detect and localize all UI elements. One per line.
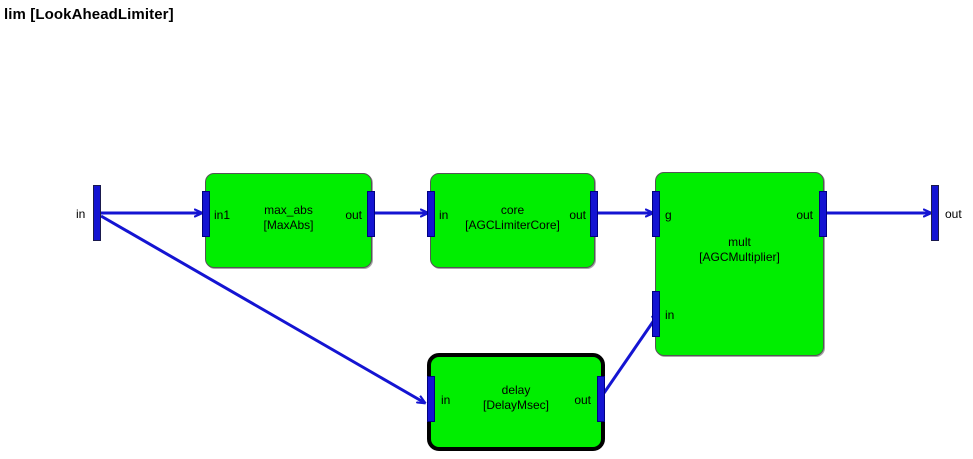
port-core-out-label: out	[569, 208, 586, 222]
port-delay-in-label: in	[441, 393, 451, 407]
port-max_abs-in1-label: in1	[214, 208, 231, 222]
port-mult-out-label: out	[796, 208, 813, 222]
port-mult-out[interactable]	[819, 191, 827, 237]
block-mult-name: mult	[728, 235, 751, 249]
terminal-out[interactable]	[931, 185, 939, 241]
block-delay[interactable]: delay [DelayMsec] in out	[427, 353, 605, 451]
block-max_abs[interactable]: max_abs [MaxAbs] in1 out	[202, 173, 375, 268]
block-mult-type: [AGCMultiplier]	[699, 250, 780, 264]
terminal-in-label: in	[76, 207, 86, 221]
port-delay-in[interactable]	[427, 376, 435, 422]
port-core-in[interactable]	[427, 191, 435, 237]
port-core-in-label: in	[439, 208, 449, 222]
port-delay-out[interactable]	[597, 376, 605, 422]
port-mult-g-label: g	[665, 208, 672, 222]
port-core-out[interactable]	[590, 191, 598, 237]
block-core[interactable]: core [AGCLimiterCore] in out	[427, 173, 598, 268]
page-title: lim [LookAheadLimiter]	[4, 6, 174, 23]
terminal-in[interactable]	[93, 185, 101, 241]
port-mult-in-label: in	[665, 308, 675, 322]
block-mult-title: mult [AGCMultiplier]	[656, 235, 823, 265]
block-mult[interactable]: mult [AGCMultiplier] g in out	[652, 172, 827, 356]
block-core-name: core	[500, 203, 525, 217]
port-mult-in[interactable]	[652, 291, 660, 337]
terminal-out-label: out	[945, 207, 962, 221]
wire-delay-to-mult-in	[602, 313, 659, 394]
port-max_abs-out-label: out	[345, 208, 362, 222]
block-max_abs-name: max_abs	[264, 203, 313, 217]
port-mult-g[interactable]	[652, 191, 660, 237]
port-max_abs-out[interactable]	[367, 191, 375, 237]
port-max_abs-in1[interactable]	[202, 191, 210, 237]
port-delay-out-label: out	[574, 393, 591, 407]
block-delay-name: delay	[501, 383, 531, 397]
